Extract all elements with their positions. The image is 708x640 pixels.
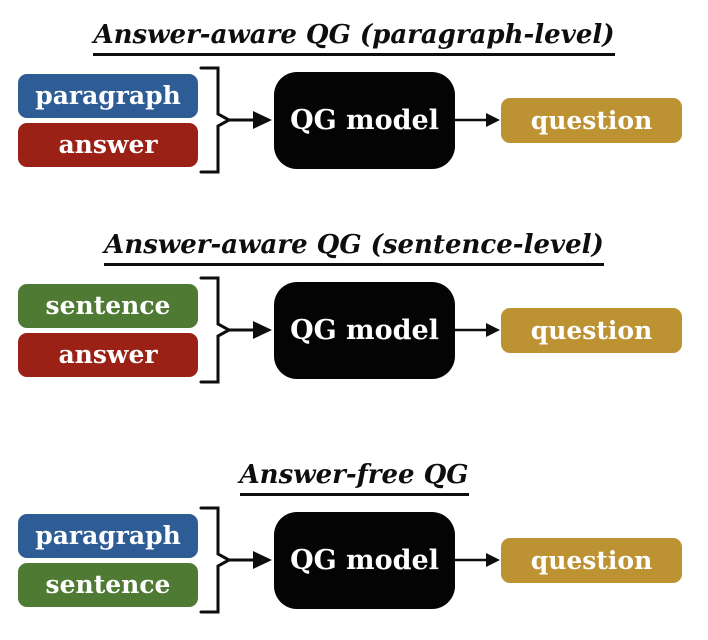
qg-model-label: QG model: [290, 104, 439, 136]
arrow-icon: [455, 113, 500, 127]
section-answer-aware-sentence: Answer-aware QG (sentence-level) sentenc…: [0, 228, 708, 386]
brace-arrow-icon: [199, 66, 272, 174]
diagram-row: paragraph answer QG model question: [0, 64, 708, 176]
question-box: question: [501, 537, 682, 583]
input-boxes: sentence answer: [18, 283, 198, 377]
qg-model-label: QG model: [290, 314, 439, 346]
input-box-label: paragraph: [35, 521, 181, 550]
input-box-sentence: sentence: [18, 562, 198, 607]
section-title: Answer-aware QG (paragraph-level): [0, 18, 708, 56]
brace-arrow-icon: [199, 276, 272, 384]
section-title: Answer-aware QG (sentence-level): [0, 228, 708, 266]
question-label: question: [530, 315, 653, 345]
arrow-icon: [455, 553, 500, 567]
diagram-row: paragraph sentence QG model question: [0, 504, 708, 616]
input-box-label: paragraph: [35, 81, 181, 110]
input-box-label: sentence: [45, 570, 171, 599]
arrow-icon: [455, 323, 500, 337]
question-label: question: [530, 105, 653, 135]
input-box-answer: answer: [18, 122, 198, 167]
section-title-text: Answer-aware QG (sentence-level): [104, 228, 604, 266]
section-title: Answer-free QG: [0, 458, 708, 496]
input-box-label: answer: [58, 340, 158, 369]
qg-model-box: QG model: [274, 281, 455, 379]
input-box-label: answer: [58, 130, 158, 159]
input-box-answer: answer: [18, 332, 198, 377]
qg-model-box: QG model: [274, 71, 455, 169]
input-box-label: sentence: [45, 291, 171, 320]
qg-model-label: QG model: [290, 544, 439, 576]
input-box-paragraph: paragraph: [18, 73, 198, 118]
input-box-sentence: sentence: [18, 283, 198, 328]
qg-model-box: QG model: [274, 511, 455, 609]
question-box: question: [501, 307, 682, 353]
brace-arrow-icon: [199, 506, 272, 614]
section-answer-aware-paragraph: Answer-aware QG (paragraph-level) paragr…: [0, 18, 708, 176]
section-answer-free: Answer-free QG paragraph sentence QG mod…: [0, 458, 708, 616]
question-box: question: [501, 97, 682, 143]
question-label: question: [530, 545, 653, 575]
section-title-text: Answer-free QG: [239, 458, 469, 496]
diagram-row: sentence answer QG model question: [0, 274, 708, 386]
input-boxes: paragraph sentence: [18, 513, 198, 607]
section-title-text: Answer-aware QG (paragraph-level): [93, 18, 615, 56]
input-box-paragraph: paragraph: [18, 513, 198, 558]
input-boxes: paragraph answer: [18, 73, 198, 167]
